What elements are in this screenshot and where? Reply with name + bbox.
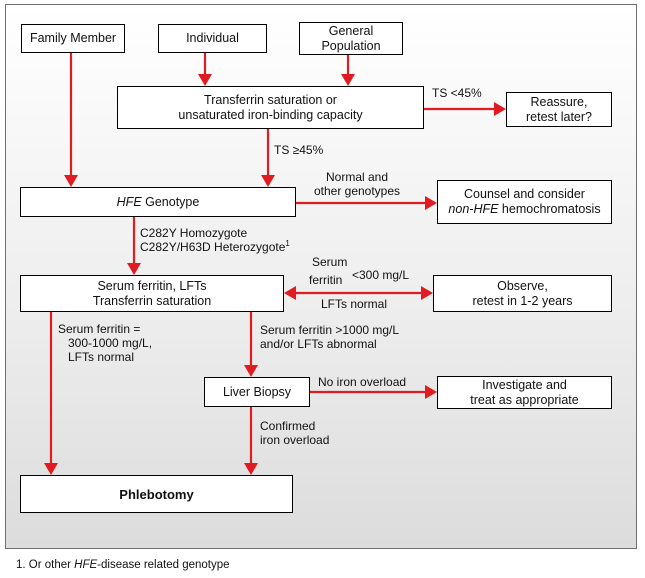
serum-ferritin-line2: Transferrin saturation — [92, 293, 212, 308]
counsel-line2-rest: hemochromatosis — [498, 202, 601, 216]
transferrin-test-box: Transferrin saturation or unsaturated ir… — [117, 86, 424, 129]
normal-other-line1: Normal and — [325, 170, 389, 184]
counsel-gene-name: non-HFE — [448, 202, 499, 216]
serum-ferritin-box: Serum ferritin, LFTs Transferrin saturat… — [20, 275, 284, 312]
counsel-line2: non-HFE hemochromatosis — [448, 202, 600, 217]
transferrin-test-line2: unsaturated iron-binding capacity — [178, 107, 363, 122]
general-population-line1: General — [328, 23, 374, 38]
individual-label: Individual — [186, 31, 239, 45]
serum-ferritin-line1: Serum ferritin, LFTs — [97, 278, 207, 293]
liver-biopsy-box: Liver Biopsy — [204, 377, 310, 407]
observe-line1: Observe, — [497, 278, 548, 293]
ferritin-range-label: Serum ferritin = 300-1000 mg/L, LFTs nor… — [58, 322, 152, 364]
c282y-line1: C282Y Homozygote — [140, 226, 248, 240]
confirmed-overload-label: Confirmed iron overload — [260, 419, 329, 447]
arrow-individual-to-ts-head — [198, 74, 212, 86]
ferritin-range-line2: 300-1000 mg/L, — [68, 336, 153, 350]
arrow-ts-to-hfe-head — [261, 175, 275, 187]
confirmed-overload-line1: Confirmed — [260, 419, 316, 433]
arrow-hfe-to-serum-head — [127, 263, 141, 275]
counsel-box: Counsel and consider non-HFE hemochromat… — [437, 180, 612, 224]
serum-lt300-right: <300 mg/L — [352, 268, 410, 282]
arrow-biopsy-to-investigate-head — [425, 385, 437, 399]
no-iron-overload-label: No iron overload — [318, 375, 407, 389]
arrow-serum-to-phlebotomy-head — [44, 463, 58, 475]
family-member-box: Family Member — [21, 24, 125, 53]
phlebotomy-box: Phlebotomy — [20, 475, 293, 513]
arrow-hfe-to-counsel-head — [425, 196, 437, 210]
hfe-genotype-rest: Genotype — [141, 194, 200, 209]
liver-biopsy-label: Liver Biopsy — [222, 384, 292, 399]
individual-box: Individual — [158, 24, 267, 53]
family-member-label: Family Member — [29, 31, 117, 45]
hfe-gene-name: HFE — [116, 194, 142, 209]
arrow-biopsy-to-phlebotomy-head — [244, 463, 258, 475]
ts-low-label: TS <45% — [432, 86, 482, 100]
c282y-label: C282Y Homozygote C282Y/H63D Heterozygote… — [140, 226, 290, 254]
ferritin-high-line2: and/or LFTs abnormal — [260, 337, 377, 351]
investigate-box: Investigate and treat as appropriate — [437, 376, 612, 409]
c282y-line2: C282Y/H63D Heterozygote1 — [140, 239, 290, 255]
phlebotomy-label: Phlebotomy — [119, 486, 194, 502]
footnote-suffix: -disease related genotype — [97, 559, 230, 571]
hfe-genotype-label: HFE Genotype — [117, 195, 200, 210]
footnote: 1. Or other HFE-disease related genotype — [16, 558, 230, 572]
c282y-footnote-mark: 1 — [285, 239, 290, 248]
investigate-line2: treat as appropriate — [470, 392, 579, 407]
reassure-line2: retest later? — [525, 109, 592, 124]
ferritin-range-line3: LFTs normal — [68, 350, 135, 364]
confirmed-overload-line2: iron overload — [260, 433, 330, 447]
arrow-serum-to-biopsy-head — [244, 365, 258, 377]
normal-other-label: Normal and other genotypes — [302, 170, 412, 198]
investigate-line1: Investigate and — [482, 377, 567, 392]
arrow-ts-to-reassure-head — [494, 102, 506, 116]
c282y-line2-text: C282Y/H63D Heterozygote — [140, 240, 286, 254]
arrow-serum-observe-right-head — [421, 286, 433, 300]
general-population-box: General Population — [299, 22, 403, 55]
arrow-population-to-ts-head — [341, 74, 355, 86]
arrow-family-to-hfe-head — [64, 175, 78, 187]
ts-high-label: TS ≥45% — [274, 143, 324, 157]
general-population-line2: Population — [321, 38, 381, 53]
observe-line2: retest in 1-2 years — [472, 293, 573, 308]
ferritin-range-line1: Serum ferritin = — [58, 322, 141, 336]
footnote-gene-name: HFE — [74, 559, 98, 571]
serum-lt300-top: Serum — [312, 255, 348, 269]
ferritin-high-label: Serum ferritin >1000 mg/L and/or LFTs ab… — [260, 323, 399, 351]
hfe-genotype-box: HFE Genotype — [20, 187, 296, 217]
transferrin-test-line1: Transferrin saturation or — [204, 92, 337, 107]
reassure-line1: Reassure, — [530, 94, 588, 109]
counsel-line1: Counsel and consider — [464, 187, 585, 201]
reassure-box: Reassure, retest later? — [506, 92, 612, 127]
serum-lt300-bottom: LFTs normal — [321, 297, 388, 311]
serum-lt300-left: ferritin — [309, 273, 343, 287]
footnote-prefix: 1. Or other — [16, 559, 75, 571]
normal-other-line2: other genotypes — [313, 184, 401, 198]
observe-box: Observe, retest in 1-2 years — [433, 275, 612, 312]
arrow-serum-observe-left-head — [284, 286, 296, 300]
ferritin-high-line1: Serum ferritin >1000 mg/L — [260, 323, 400, 337]
